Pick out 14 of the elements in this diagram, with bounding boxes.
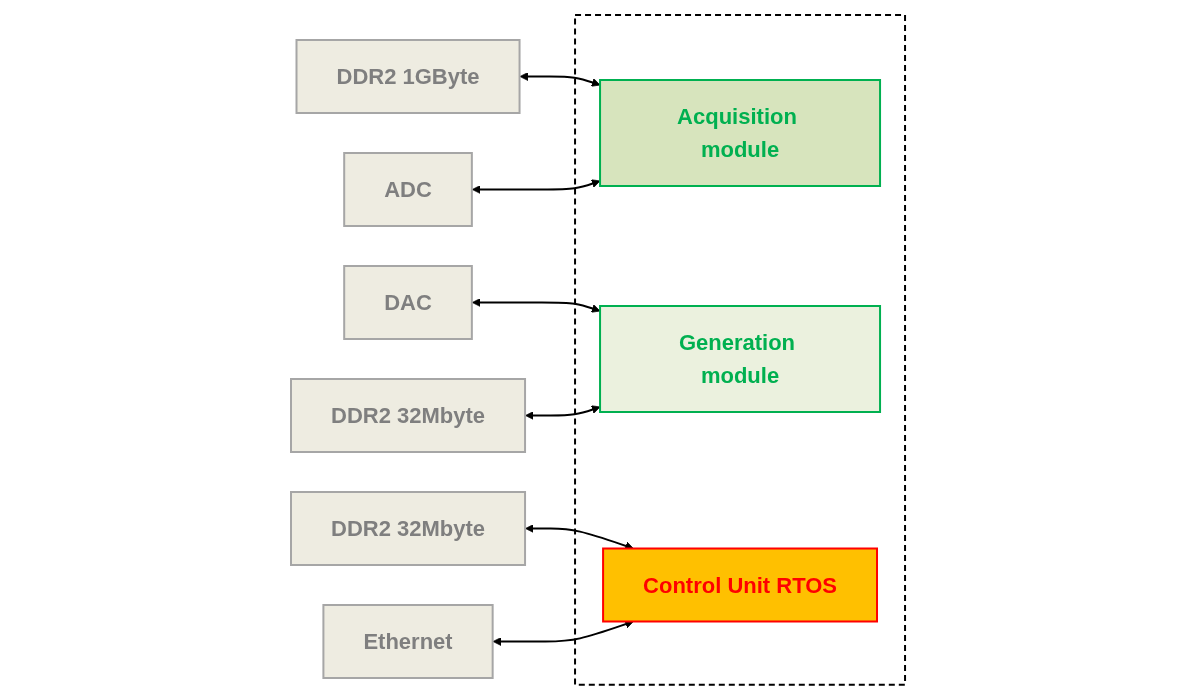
node-box: Generation module <box>599 305 882 414</box>
node-box: Control Unit RTOS <box>602 547 879 623</box>
node-box: Acquisition module <box>599 79 882 188</box>
node-box: DDR2 1GByte <box>295 39 521 115</box>
arrow <box>472 179 601 195</box>
arrow <box>472 298 601 313</box>
arrow <box>525 405 601 421</box>
node-box: DAC <box>343 265 474 341</box>
node-box: DDR2 32Mbyte <box>290 491 527 567</box>
node-box: ADC <box>343 152 474 228</box>
node-box: DDR2 32Mbyte <box>290 378 527 454</box>
node-box: Ethernet <box>322 604 495 680</box>
cluster <box>574 14 907 686</box>
arrow <box>520 72 601 87</box>
